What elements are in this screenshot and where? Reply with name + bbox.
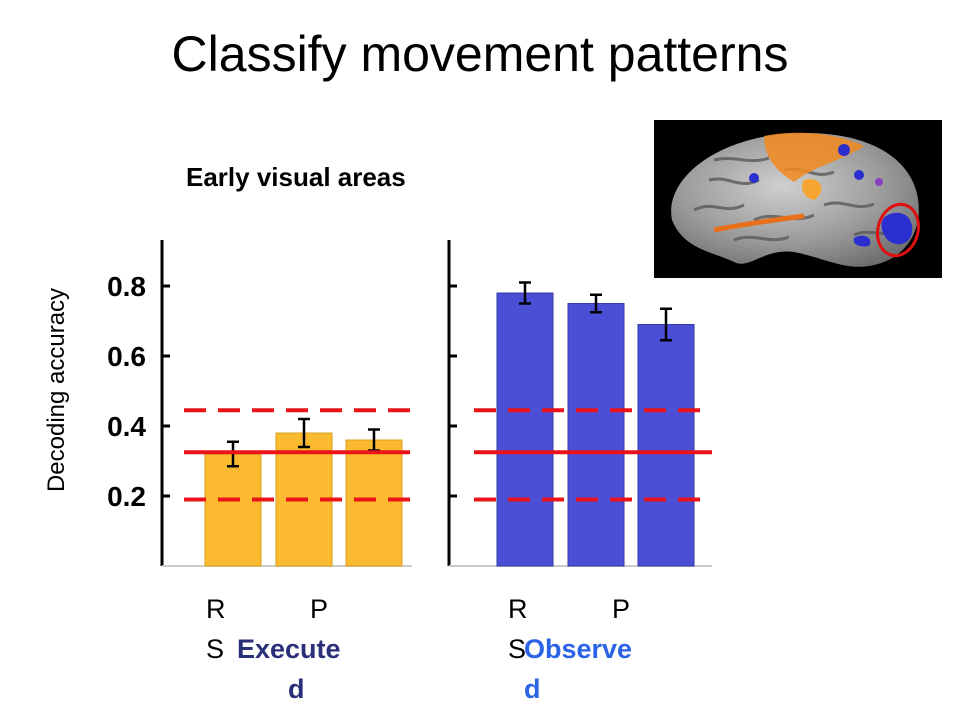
bar <box>637 324 695 567</box>
group-label: Execute <box>237 634 341 664</box>
group-label-continuation: d <box>524 674 541 704</box>
group-label: Observe <box>524 634 632 664</box>
bar <box>345 439 403 567</box>
category-label-top: R <box>508 594 528 624</box>
slide-title: Classify movement patterns <box>171 26 789 82</box>
category-label-top: R <box>206 594 226 624</box>
chart-title: Early visual areas <box>186 162 406 192</box>
bar <box>567 303 625 567</box>
group-label-continuation: d <box>288 674 305 704</box>
category-label-bottom: S <box>508 634 526 664</box>
category-label-top: P <box>612 594 630 624</box>
y-tick-label: 0.2 <box>107 481 146 512</box>
y-axis-label: Decoding accuracy <box>43 288 70 492</box>
category-label-top: P <box>310 594 328 624</box>
y-tick-label: 0.8 <box>107 271 146 302</box>
brain-surface-image <box>671 132 920 267</box>
bar <box>204 453 262 567</box>
y-tick-label: 0.6 <box>107 341 146 372</box>
category-label-bottom: S <box>206 634 224 664</box>
bar <box>496 292 554 567</box>
brain-activation-map-icon <box>654 120 942 278</box>
y-tick-label: 0.4 <box>107 411 146 442</box>
